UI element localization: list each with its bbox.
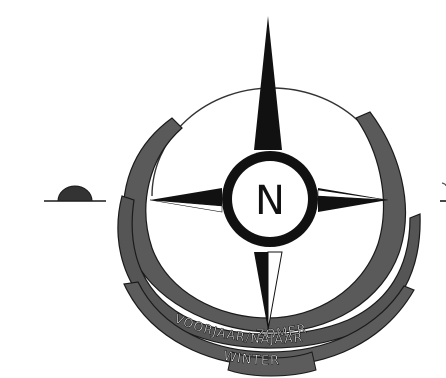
needle-north-icon: [254, 16, 282, 150]
compass-rose: N: [150, 16, 388, 330]
north-label: N: [255, 178, 285, 224]
rising-sun-icon: [58, 186, 92, 201]
setting-sun-fragment: [442, 183, 446, 186]
